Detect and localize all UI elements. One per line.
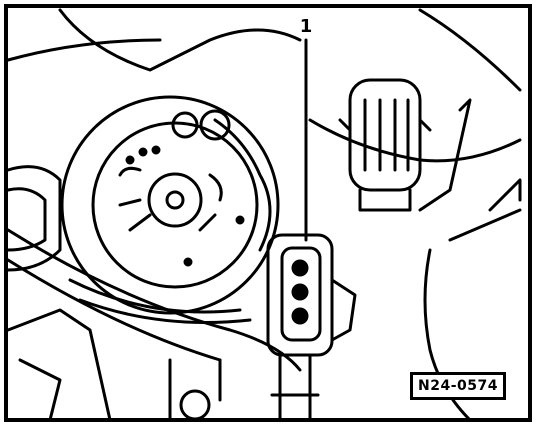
connector-inner <box>280 246 322 342</box>
diagonal-bar-lower <box>6 258 222 362</box>
horn-bracket-arm <box>213 118 272 252</box>
left-tube-inner <box>6 187 47 252</box>
connector-body <box>266 233 334 357</box>
diagram-frame <box>4 4 532 422</box>
upper-left-curve <box>6 38 162 62</box>
connector-plug <box>266 233 357 422</box>
upper-connector-tab <box>338 118 432 132</box>
lower-mount-stem <box>168 358 222 422</box>
reference-code-box: N24-0574 <box>410 372 506 400</box>
right-bracket <box>418 98 472 212</box>
horn-mount-bolt <box>171 111 199 139</box>
lower-left-panel <box>6 308 112 422</box>
upper-connector-body <box>348 78 422 192</box>
right-clip <box>488 178 522 212</box>
left-tube <box>6 165 62 272</box>
callout-label-1: 1 <box>299 15 313 37</box>
connector-cable <box>278 353 312 422</box>
upper-right-line <box>418 8 522 92</box>
upper-connector <box>338 78 432 212</box>
upper-connector-grip <box>363 98 410 172</box>
upper-connector-base <box>358 188 412 212</box>
horn-mount-bolt-2 <box>199 109 231 141</box>
horn-center-boss <box>147 172 203 228</box>
horn-assembly <box>60 95 280 422</box>
horn-terminal <box>118 198 217 232</box>
horn-lower-strap-2 <box>78 298 252 324</box>
connector-latch <box>330 278 357 342</box>
right-cable-2 <box>448 208 522 242</box>
horn-slot-left <box>118 166 142 177</box>
upper-frame-line <box>58 8 302 72</box>
lower-left-block <box>18 358 62 422</box>
horn-outer-ring <box>60 95 280 315</box>
horn-center-bolt <box>165 190 185 210</box>
reference-code: N24-0574 <box>418 378 498 394</box>
horn-lower-strap <box>68 278 242 314</box>
horn-slot-right <box>208 173 223 202</box>
horn-face <box>91 121 259 289</box>
